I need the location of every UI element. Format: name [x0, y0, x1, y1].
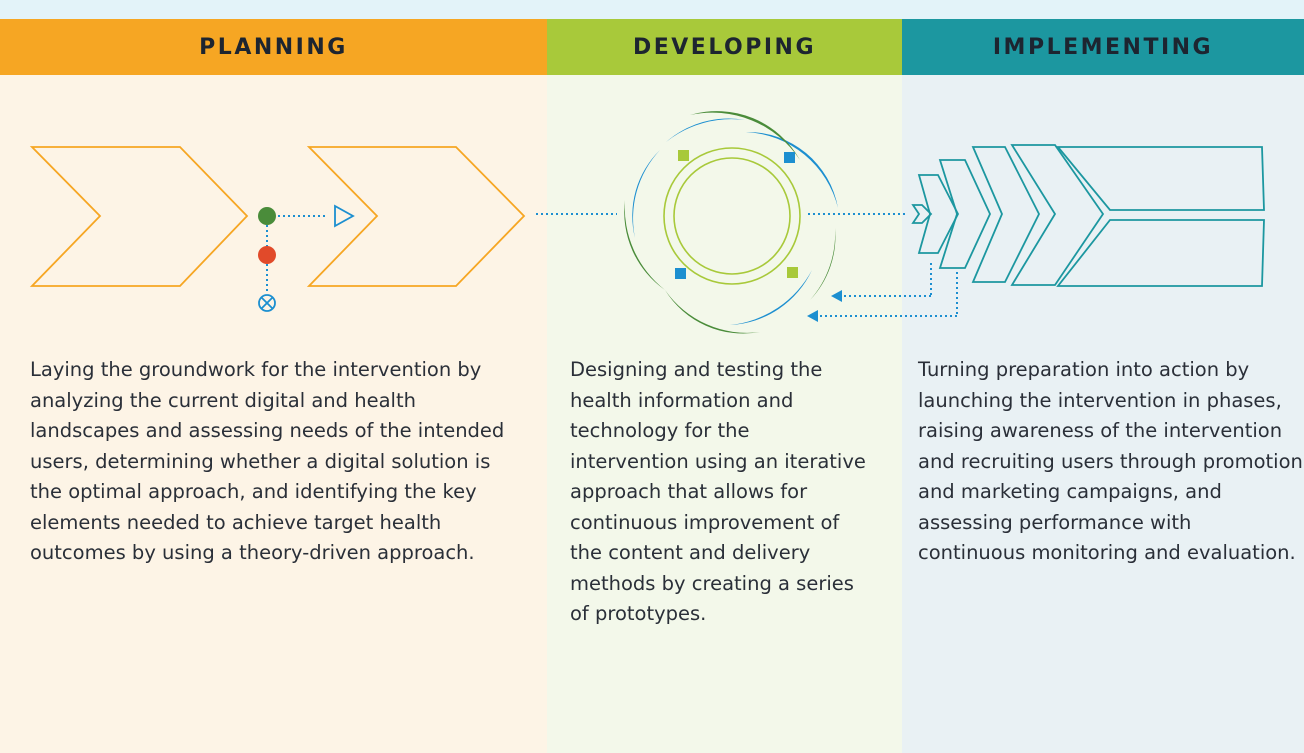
- expanding-chevrons-icon: [911, 144, 1265, 287]
- implementing-description: Turning preparation into action by launc…: [918, 358, 1303, 564]
- decision-flow-icon: [258, 204, 355, 312]
- implementing-header: IMPLEMENTING: [902, 19, 1304, 75]
- planning-header: PLANNING: [0, 19, 547, 75]
- planning-description: Laying the groundwork for the interventi…: [30, 358, 505, 564]
- developing-description: Designing and testing the health informa…: [570, 358, 866, 625]
- implementing-column: IMPLEMENTING: [902, 19, 1304, 753]
- feedback-loop-arrows: [807, 263, 958, 322]
- developing-header: DEVELOPING: [547, 19, 902, 75]
- developing-column: DEVELOPING: [547, 19, 902, 753]
- planning-chevron-icon: [29, 146, 526, 287]
- iterative-cycle-icon: [624, 111, 838, 334]
- planning-column: PLANNING: [0, 19, 547, 753]
